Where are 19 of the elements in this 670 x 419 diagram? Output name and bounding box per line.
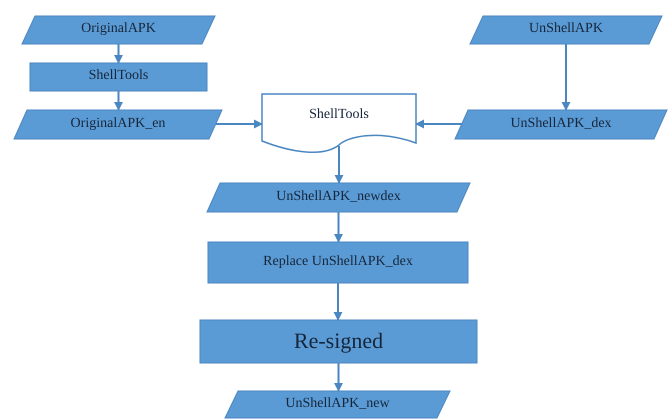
arrow bbox=[334, 283, 342, 321]
arrow bbox=[114, 91, 123, 111]
node-label: Replace UnShellAPK_dex bbox=[263, 254, 413, 270]
node-label: OriginalAPK bbox=[81, 21, 156, 38]
node-label: UnShellAPK bbox=[529, 21, 603, 38]
node-label: UnShellAPK_newdex bbox=[276, 188, 401, 205]
arrow bbox=[415, 120, 462, 128]
node-label: ShellTools bbox=[309, 106, 369, 123]
node-label: UnShellAPK_dex bbox=[510, 116, 612, 132]
node-label: UnShellAPK_new bbox=[285, 396, 390, 412]
node-label: ShellTools bbox=[88, 68, 148, 84]
arrow bbox=[334, 212, 343, 243]
arrow bbox=[562, 44, 570, 111]
arrow bbox=[114, 44, 123, 64]
arrow bbox=[215, 120, 263, 128]
arrow bbox=[334, 146, 344, 184]
node-label: OriginalAPK_en bbox=[70, 116, 166, 132]
arrow bbox=[334, 363, 343, 392]
node-label: Re-signed bbox=[294, 328, 384, 354]
